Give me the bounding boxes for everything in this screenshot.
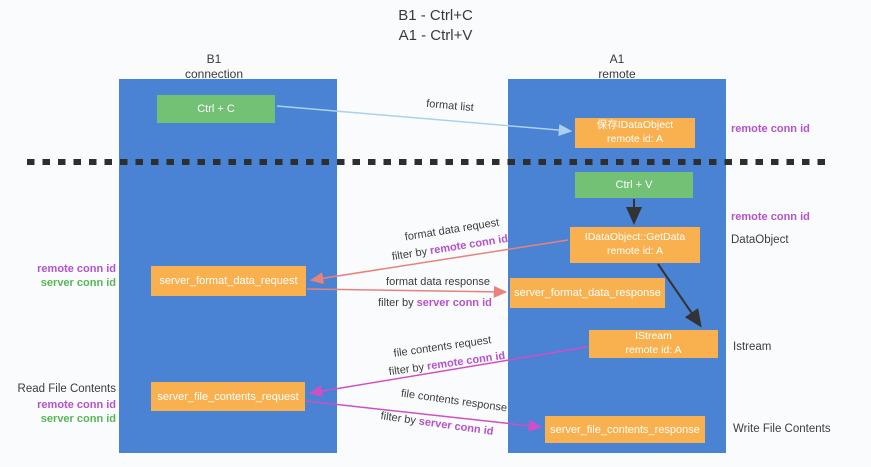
lane-header-b1: B1 connection	[105, 52, 323, 82]
server-file-contents-request-node: server_file_contents_request	[151, 382, 305, 411]
lane-b1-name: B1	[206, 52, 222, 66]
read-file-contents-label: Read File Contents	[17, 383, 116, 395]
file-contents-response-label: file contents response	[400, 387, 508, 415]
left-server-conn-id-bottom-label: server conn id	[40, 413, 116, 425]
ctrl-v-label: Ctrl + V	[615, 179, 653, 191]
server-format-data-request-node: server_format_data_request	[151, 266, 306, 296]
right-remote-conn-id-mid-label: remote conn id	[731, 211, 810, 223]
file-contents-response-filter-label: filter by server conn id	[377, 410, 498, 439]
filter-by-text: filter by	[378, 297, 414, 309]
server-format-data-response-label: server_format_data_response	[514, 287, 661, 299]
lane-header-a1: A1 remote	[508, 52, 726, 82]
lane-a1-name: A1	[609, 52, 625, 66]
filter-by-text: filter by	[379, 410, 417, 427]
server-conn-id-text: server conn id	[417, 415, 495, 438]
ctrl-c-label: Ctrl + C	[197, 103, 235, 115]
getdata-node: IDataObject::GetData remote id: A	[570, 227, 700, 263]
lane-b1-role: connection	[184, 67, 244, 81]
save-dataobject-node: 保存IDataObject remote id: A	[575, 118, 695, 148]
write-file-contents-label: Write File Contents	[733, 423, 831, 435]
ctrl-c-node: Ctrl + C	[157, 95, 275, 123]
save-dataobject-line1: 保存IDataObject	[596, 119, 674, 132]
ctrl-v-node: Ctrl + V	[575, 172, 693, 198]
title-line-1: B1 - Ctrl+C	[398, 7, 473, 24]
left-remote-conn-id-mid-label: remote conn id	[37, 263, 116, 275]
server-conn-id-text: server conn id	[416, 297, 492, 309]
server-file-contents-response-node: server_file_contents_response	[545, 416, 705, 443]
lane-a1-role: remote	[598, 67, 636, 81]
format-list-label: format list	[425, 97, 475, 115]
server-file-contents-request-label: server_file_contents_request	[157, 390, 299, 403]
save-dataobject-line2: remote id: A	[606, 133, 664, 145]
filter-by-text: filter by	[391, 245, 429, 264]
server-format-data-request-label: server_format_data_request	[159, 275, 298, 287]
istream-line2: remote id: A	[625, 344, 682, 356]
dataobject-label: DataObject	[731, 234, 789, 246]
format-data-response-filter-label: filter by server conn id	[375, 297, 495, 309]
left-remote-conn-id-bottom-label: remote conn id	[37, 399, 116, 411]
istream-node: IStream remote id: A	[589, 330, 718, 358]
istream-side-label: Istream	[733, 341, 772, 353]
title-line-2: A1 - Ctrl+V	[398, 27, 473, 45]
istream-line1: IStream	[635, 330, 672, 343]
getdata-line2: remote id: A	[606, 245, 664, 257]
server-file-contents-response-label: server_file_contents_response	[550, 423, 700, 436]
filter-by-text: filter by	[388, 361, 425, 379]
server-format-data-response-node: server_format_data_response	[510, 278, 665, 308]
diagram-title: B1 - Ctrl+C A1 - Ctrl+V	[0, 6, 871, 47]
format-data-response-label: format data response	[386, 276, 490, 288]
left-server-conn-id-mid-label: server conn id	[40, 277, 116, 289]
right-remote-conn-id-top-label: remote conn id	[731, 123, 810, 135]
getdata-line1: IDataObject::GetData	[584, 231, 686, 244]
